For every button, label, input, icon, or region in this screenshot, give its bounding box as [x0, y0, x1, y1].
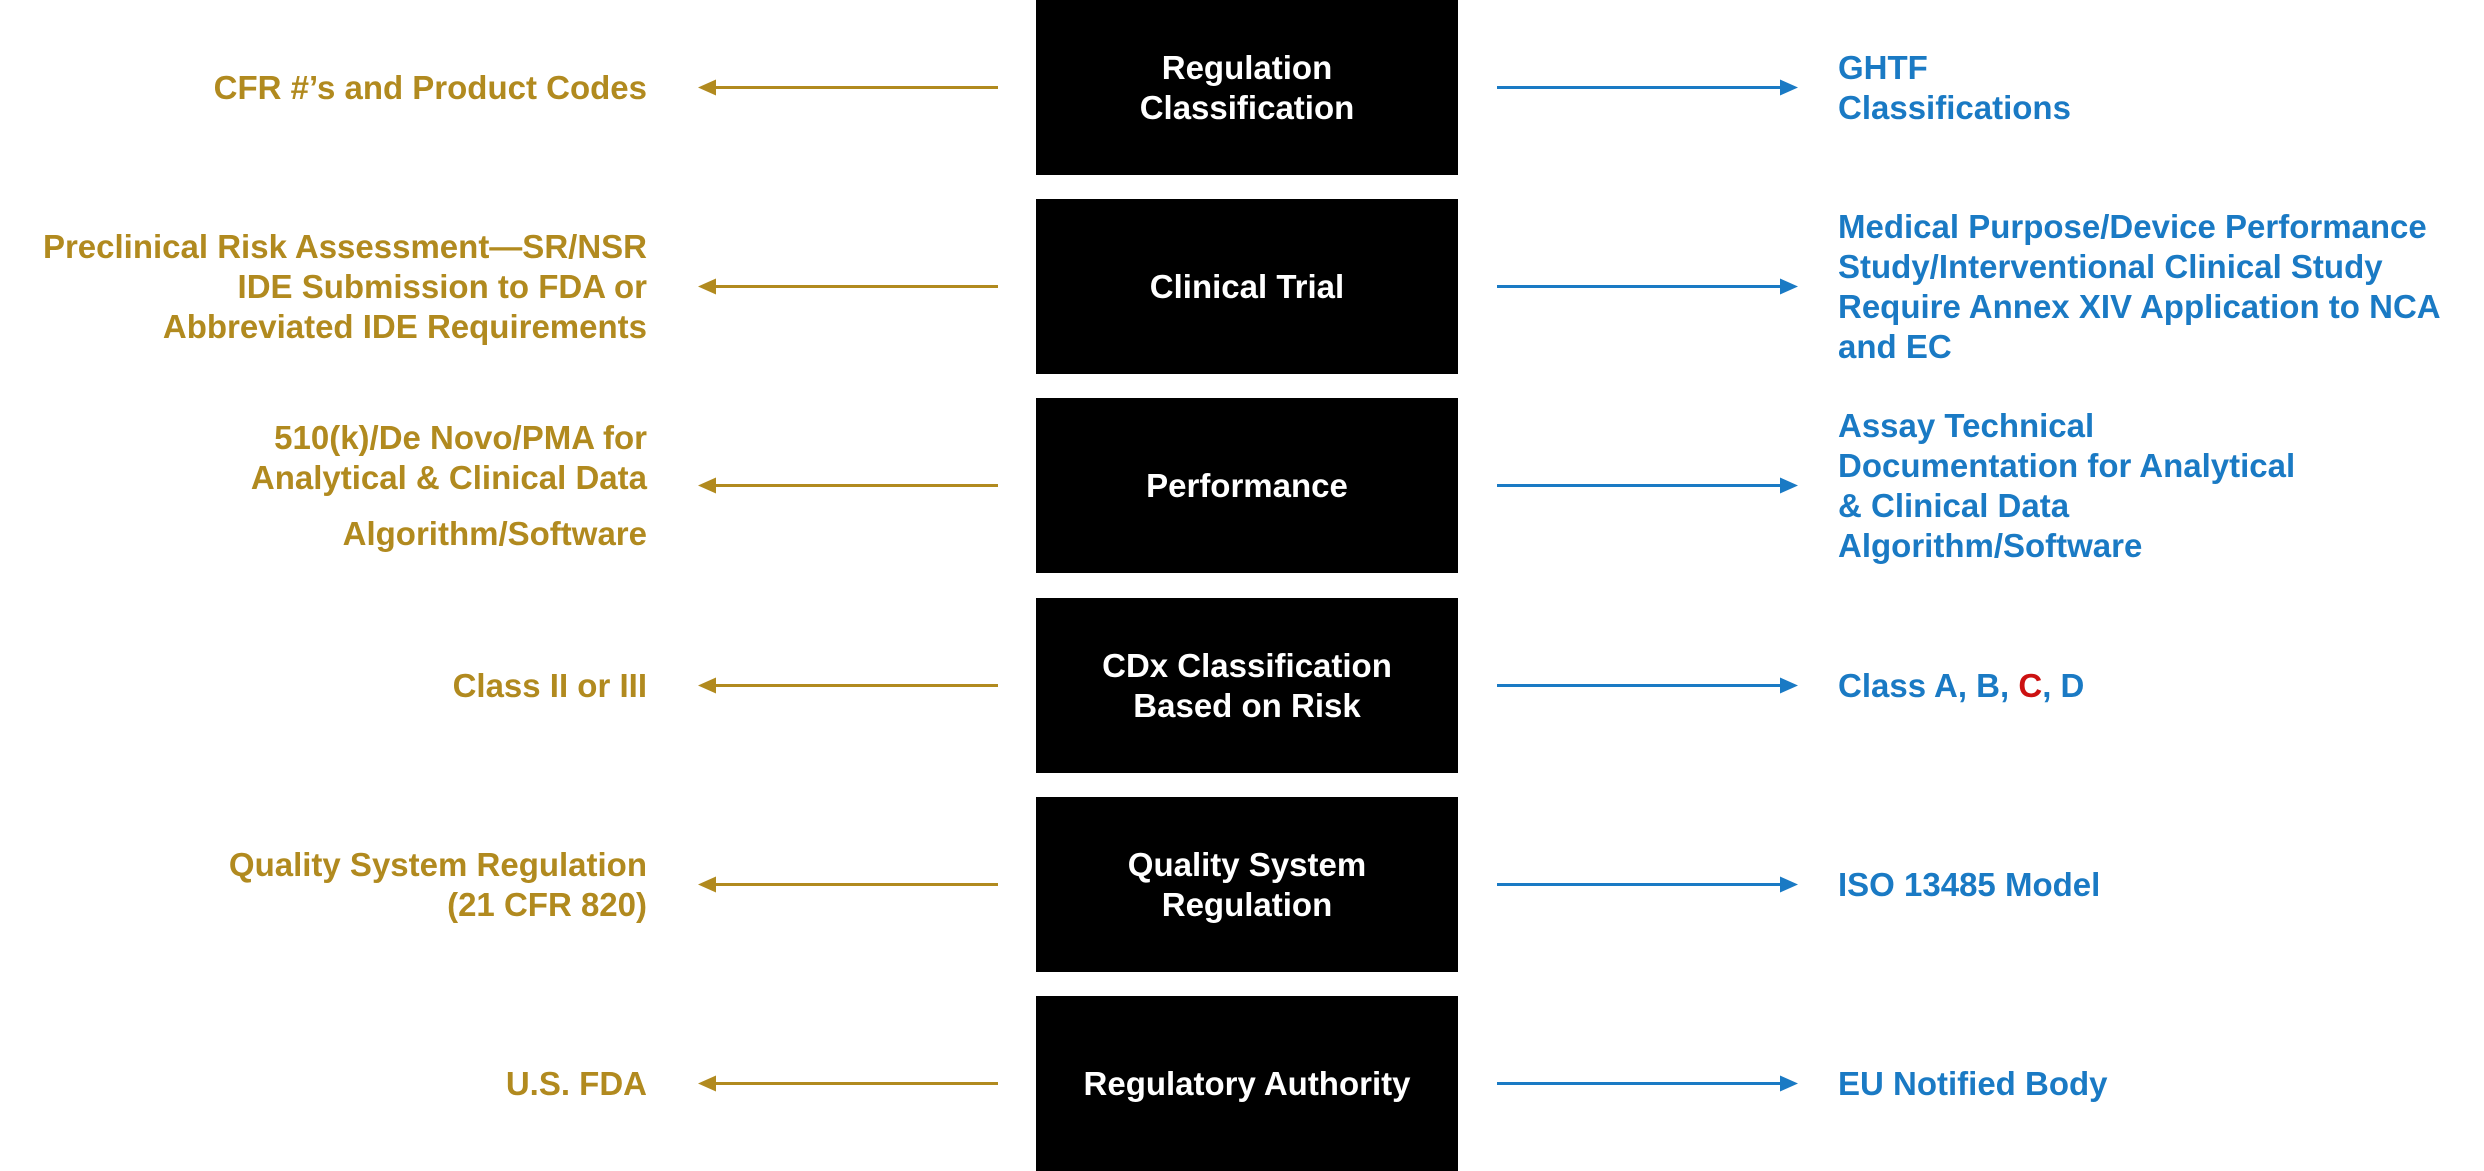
eu-requirement-line: Assay Technical	[1838, 406, 2094, 446]
us-requirement-line: Abbreviated IDE Requirements	[162, 307, 647, 345]
us-requirement-text: CFR #’s and Product Codes	[0, 0, 647, 175]
eu-requirement-line: and EC	[1838, 327, 1952, 367]
us-requirement-line: CFR #’s and Product Codes	[213, 68, 647, 106]
eu-requirement-segment: & Clinical Data	[1838, 486, 2070, 524]
eu-requirement-text: Class A, B, C, D	[1838, 598, 2478, 773]
eu-requirement-segment: Assay Technical	[1838, 406, 2095, 444]
diagram-row: Quality System Regulation(21 CFR 820)Qua…	[0, 797, 2484, 972]
category-label: Clinical Trial	[1149, 267, 1345, 305]
category-label: CDx Classification Based on Risk	[1102, 646, 1392, 724]
eu-requirement-text: ISO 13485 Model	[1838, 797, 2478, 972]
category-box: Regulation Classification	[1036, 0, 1458, 175]
right-arrowhead-icon	[1780, 1075, 1798, 1092]
eu-requirement-line: Study/Interventional Clinical Study	[1838, 247, 2383, 287]
eu-requirement-segment: GHTF	[1838, 48, 1928, 86]
eu-requirement-segment: Classifications	[1838, 88, 2071, 126]
diagram-row: Class II or III CDx Classification Based …	[0, 598, 2484, 773]
right-arrowhead-icon	[1780, 278, 1798, 295]
right-arrowhead-icon	[1780, 477, 1798, 494]
left-arrowhead-icon	[698, 477, 716, 494]
us-requirement-text: Quality System Regulation(21 CFR 820)	[0, 797, 647, 972]
eu-requirement-segment: Study/Interventional Clinical Study	[1838, 247, 2383, 285]
eu-requirement-line: Classifications	[1838, 88, 2071, 128]
eu-requirement-line: Documentation for Analytical	[1838, 446, 2295, 486]
eu-requirement-segment: Documentation for Analytical	[1838, 446, 2296, 484]
eu-requirement-segment: EU Notified Body	[1838, 1064, 2108, 1102]
us-requirement-line: IDE Submission to FDA or	[237, 267, 647, 305]
us-requirement-text: Class II or III	[0, 598, 647, 773]
highlighted-class-text: C	[2018, 666, 2043, 704]
eu-requirement-segment: Medical Purpose/Device Performance	[1838, 207, 2427, 245]
eu-requirement-line: & Clinical Data	[1838, 486, 2069, 526]
category-label: Performance	[1146, 466, 1348, 504]
category-label: Regulatory Authority	[1083, 1064, 1411, 1102]
us-requirement-line: Quality System Regulation	[228, 845, 647, 883]
category-label: Regulation Classification	[1139, 48, 1355, 126]
us-requirement-text: U.S. FDA	[0, 996, 647, 1171]
eu-requirement-segment: Algorithm/Software	[1838, 526, 2143, 564]
left-arrowhead-icon	[698, 876, 716, 893]
left-arrowhead-icon	[698, 79, 716, 96]
eu-requirement-line: Require Annex XIV Application to NCA	[1838, 287, 2441, 327]
eu-requirement-line: ISO 13485 Model	[1838, 865, 2100, 905]
us-requirement-line: Preclinical Risk Assessment—SR/NSR	[42, 227, 647, 265]
us-requirement-line: (21 CFR 820)	[447, 885, 647, 923]
category-box: Regulatory Authority	[1036, 996, 1458, 1171]
eu-requirement-line: Algorithm/Software	[1838, 526, 2142, 566]
left-arrowhead-icon	[698, 677, 716, 694]
eu-requirement-line: Medical Purpose/Device Performance	[1838, 207, 2427, 247]
category-label: Quality System Regulation	[1127, 845, 1367, 923]
eu-requirement-segment: Require Annex XIV Application to NCA	[1838, 287, 2441, 325]
right-arrowhead-icon	[1780, 677, 1798, 694]
us-requirement-line: U.S. FDA	[505, 1064, 647, 1102]
right-arrowhead-icon	[1780, 876, 1798, 893]
diagram-row: U.S. FDA Regulatory Authority EU Notified …	[0, 996, 2484, 1171]
left-arrowhead-icon	[698, 1075, 716, 1092]
eu-requirement-line: EU Notified Body	[1838, 1064, 2108, 1104]
eu-requirement-segment: and EC	[1838, 327, 1952, 365]
us-requirement-line: Analytical & Clinical Data	[250, 458, 647, 496]
us-requirement-line: Algorithm/Software	[342, 514, 647, 552]
right-arrowhead-icon	[1780, 79, 1798, 96]
category-box: Performance	[1036, 398, 1458, 573]
category-box: CDx Classification Based on Risk	[1036, 598, 1458, 773]
category-box: Quality System Regulation	[1036, 797, 1458, 972]
eu-requirement-text: EU Notified Body	[1838, 996, 2478, 1171]
category-box: Clinical Trial	[1036, 199, 1458, 374]
eu-requirement-segment: ISO 13485 Model	[1838, 865, 2101, 903]
eu-requirement-line: Class A, B, C, D	[1838, 666, 2084, 706]
eu-requirement-line: GHTF	[1838, 48, 1928, 88]
eu-requirement-segment: Class A, B,	[1838, 666, 2019, 704]
us-requirement-line: 510(k)/De Novo/PMA for	[274, 418, 647, 456]
eu-requirement-segment: , D	[2042, 666, 2085, 704]
us-requirement-line: Class II or III	[452, 666, 647, 704]
left-arrowhead-icon	[698, 278, 716, 295]
diagram-row: CFR #’s and Product Codes Regulation Clas…	[0, 0, 2484, 175]
